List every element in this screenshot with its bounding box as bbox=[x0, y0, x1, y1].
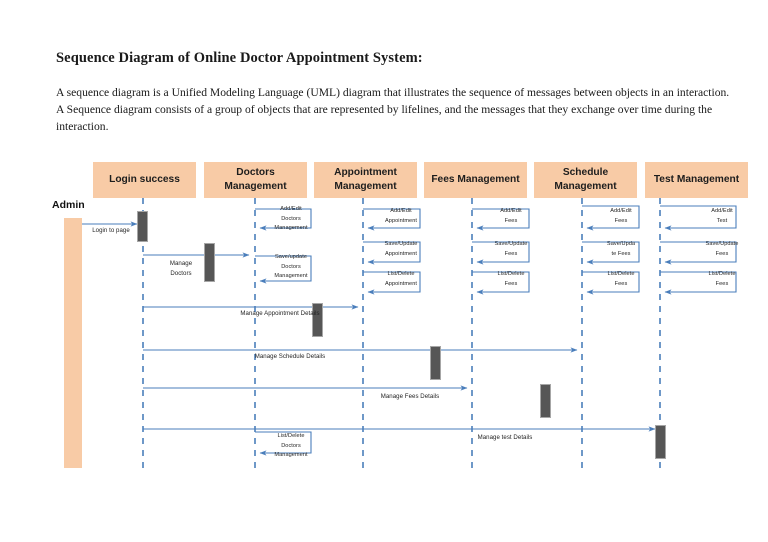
label-manage-schedule: Manage Schedule Details bbox=[254, 353, 326, 360]
participant-label: Appointment Management bbox=[334, 167, 397, 192]
self-message-fees-add-edit bbox=[472, 208, 530, 231]
activation-bar-act-test-1 bbox=[655, 425, 666, 459]
activation-bar-act-fees-1 bbox=[540, 384, 551, 418]
self-message-doctors-list-delete bbox=[255, 431, 312, 456]
participant-schedule[interactable]: Schedule Management bbox=[534, 162, 637, 198]
self-message-test-save-update bbox=[660, 241, 737, 265]
label-doctors-save-update: Save/update Doctors Management bbox=[274, 254, 308, 280]
self-message-doctors-add-edit bbox=[255, 208, 312, 231]
participant-label: Doctors Management bbox=[224, 167, 287, 192]
label-sched-add-edit: Add/Edit Fees bbox=[610, 208, 632, 224]
self-message-sched-add-edit bbox=[582, 205, 640, 231]
self-message-fees-save-update bbox=[472, 241, 530, 265]
label-test-save-update: Save/Update Fees bbox=[705, 241, 739, 257]
self-message-sched-list-delete bbox=[582, 271, 640, 295]
label-test-add-edit: Add/Edit Test bbox=[711, 208, 733, 224]
label-sched-save-update: Save/Upda te Fees bbox=[606, 241, 636, 257]
label-doctors-list-delete: List/Delete Doctors Management bbox=[274, 433, 308, 459]
label-login-to-page: Login to page bbox=[92, 227, 130, 234]
page-description: A sequence diagram is a Unified Modeling… bbox=[56, 86, 730, 133]
page-title: Sequence Diagram of Online Doctor Appoin… bbox=[56, 50, 423, 66]
label-fees-save-update: Save/Update Fees bbox=[494, 241, 528, 257]
self-message-test-list-delete bbox=[660, 271, 737, 295]
participant-label: Test Management bbox=[653, 174, 740, 185]
lifelines-group bbox=[142, 198, 661, 470]
label-manage-appointment: Manage Appointment Details bbox=[240, 310, 320, 317]
label-fees-list-delete: List/Delete Fees bbox=[497, 271, 525, 287]
activation-bar-act-login-1 bbox=[137, 211, 148, 242]
self-message-doctors-save-update bbox=[255, 255, 312, 284]
participant-label: Login success bbox=[109, 174, 180, 185]
participant-label: Fees Management bbox=[431, 174, 520, 185]
label-manage-fees: Manage Fees Details bbox=[380, 393, 440, 400]
participant-test[interactable]: Test Management bbox=[645, 162, 748, 198]
participant-appointment[interactable]: Appointment Management bbox=[314, 162, 417, 198]
self-message-fees-list-delete bbox=[472, 271, 530, 295]
label-appt-add-edit: Add/Edit Appointment bbox=[385, 208, 417, 224]
participant-label: Schedule Management bbox=[554, 167, 617, 192]
participant-login[interactable]: Login success bbox=[93, 162, 196, 198]
label-appt-save-update: Save/Update Appointment bbox=[384, 241, 418, 257]
label-appt-list-delete: List/Delete Appointment bbox=[385, 271, 417, 287]
self-message-appt-add-edit bbox=[363, 208, 421, 231]
actor-lifeline-bar bbox=[64, 218, 82, 468]
activation-bar-act-sched-1 bbox=[430, 346, 441, 380]
label-doctors-add-edit: Add/Edit Doctors Management bbox=[274, 206, 308, 232]
label-manage-doctors: Manage Doctors bbox=[169, 260, 193, 277]
label-sched-list-delete: List/Delete Fees bbox=[607, 271, 635, 287]
activation-bar-act-appt-1 bbox=[312, 303, 323, 337]
self-message-sched-save-update bbox=[582, 241, 640, 265]
actor-label-admin: Admin bbox=[52, 199, 85, 211]
self-messages-group bbox=[255, 205, 737, 456]
participant-doctors[interactable]: Doctors Management bbox=[204, 162, 307, 198]
self-message-test-add-edit bbox=[660, 205, 737, 231]
participant-fees[interactable]: Fees Management bbox=[424, 162, 527, 198]
activation-bar-act-doctors-1 bbox=[204, 243, 215, 282]
label-fees-add-edit: Add/Edit Fees bbox=[500, 208, 522, 224]
self-message-appt-list-delete bbox=[363, 271, 421, 295]
self-message-appt-save-update bbox=[363, 241, 421, 265]
label-test-list-delete: List/Delete Fees bbox=[708, 271, 736, 287]
label-manage-test: Manage test Details bbox=[477, 434, 533, 441]
